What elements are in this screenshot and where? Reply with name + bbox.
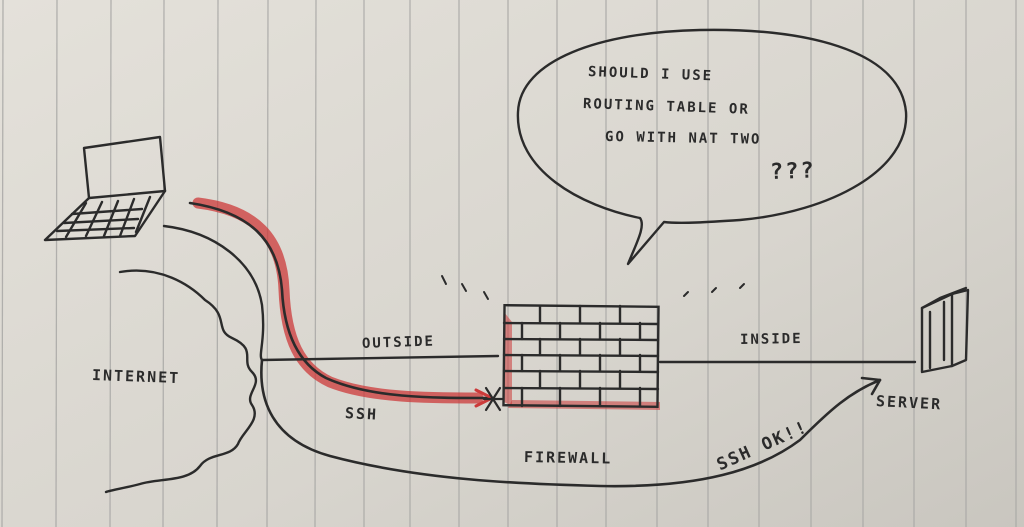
ssh-blocked-arrow — [188, 201, 490, 400]
ssh-ok-arrow — [260, 358, 882, 488]
bubble-text-line-4: ??? — [769, 158, 817, 185]
server-icon — [920, 286, 970, 374]
firewall-label: FIREWALL — [523, 448, 613, 468]
ssh-ok-arrowhead — [860, 376, 882, 396]
bubble-text-line-3: GO WITH NAT TWO — [604, 129, 762, 148]
inside-label: INSIDE — [739, 330, 803, 348]
outside-label: OUTSIDE — [361, 333, 436, 352]
ssh-label: SSH — [344, 404, 379, 424]
firewall-brick-icon — [502, 303, 660, 410]
internet-cloud-icon — [104, 269, 258, 494]
server-label: SERVER — [875, 392, 943, 414]
blocked-x-icon — [482, 386, 504, 412]
speech-bubble — [516, 28, 908, 266]
internet-label: INTERNET — [91, 366, 181, 388]
thought-marks — [441, 275, 745, 300]
laptop-connection-line — [162, 224, 265, 362]
laptop-icon — [43, 135, 167, 242]
outside-link-line — [260, 354, 500, 362]
